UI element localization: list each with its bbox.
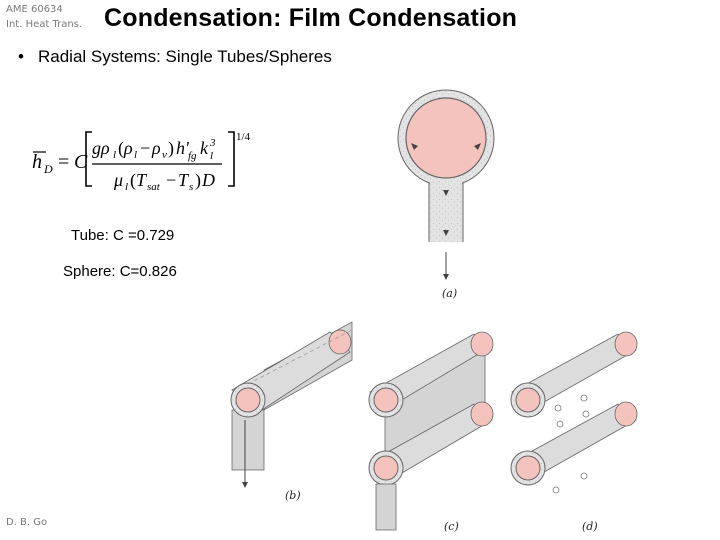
svg-text:l: l	[210, 150, 213, 162]
svg-text:−: −	[140, 138, 150, 158]
svg-text:(: (	[118, 138, 124, 159]
sphere-constant: Sphere: C=0.826	[63, 263, 177, 280]
svg-text:sat: sat	[147, 181, 161, 193]
svg-text:ρ: ρ	[123, 138, 133, 158]
figure-c-label: (c)	[444, 520, 459, 533]
footer-author: D. B. Go	[6, 517, 48, 528]
svg-text:μ: μ	[113, 170, 123, 190]
figure-a-label: (a)	[442, 287, 457, 300]
svg-text:v: v	[162, 149, 167, 161]
figure-b-tube-sheet: (b)	[230, 321, 353, 502]
svg-text:−: −	[166, 170, 176, 190]
svg-text:T: T	[136, 170, 148, 190]
equation-constant: C	[74, 151, 88, 173]
svg-text:l: l	[134, 149, 137, 161]
svg-text:=: =	[58, 151, 69, 173]
bullet-text: Radial Systems: Single Tubes/Spheres	[38, 47, 332, 66]
tube-constant: Tube: C =0.729	[71, 227, 175, 244]
svg-text:T: T	[178, 170, 190, 190]
svg-text:gρ: gρ	[92, 138, 110, 158]
svg-text:k: k	[200, 138, 209, 158]
svg-text:h′: h′	[176, 138, 190, 158]
svg-text:s: s	[189, 181, 193, 193]
equation-lhs: h	[32, 151, 42, 173]
course-name: Int. Heat Trans.	[6, 19, 83, 30]
svg-text:): )	[195, 170, 201, 191]
svg-text:3: 3	[209, 137, 216, 149]
figure-d-dropwise-tubes: (d)	[510, 331, 638, 533]
equation-exponent: 1/4	[236, 131, 251, 143]
svg-text:l: l	[125, 181, 128, 193]
svg-text:l: l	[113, 149, 116, 161]
svg-text:D: D	[201, 170, 215, 190]
slide-title: Condensation: Film Condensation	[104, 4, 518, 32]
svg-text:): )	[168, 138, 174, 159]
svg-text:ρ: ρ	[151, 138, 161, 158]
condensation-equation: h D = C gρ l ( ρ l − ρ v ) h′ fg k 3 l μ…	[32, 131, 251, 193]
figure-c-tube-bank: (c)	[368, 331, 494, 533]
bullet-point: • Radial Systems: Single Tubes/Spheres	[18, 47, 332, 67]
course-label: AME 60634 Int. Heat Trans.	[6, 2, 82, 32]
course-code: AME 60634	[6, 4, 63, 15]
figure-b-label: (b)	[285, 489, 301, 502]
equation-lhs-sub: D	[43, 162, 53, 176]
figure-d-label: (d)	[582, 520, 598, 533]
bullet-marker: •	[18, 47, 24, 66]
figure-a-single-tube: (a)	[397, 89, 495, 300]
svg-text:fg: fg	[188, 150, 197, 162]
svg-text:(: (	[130, 170, 136, 191]
